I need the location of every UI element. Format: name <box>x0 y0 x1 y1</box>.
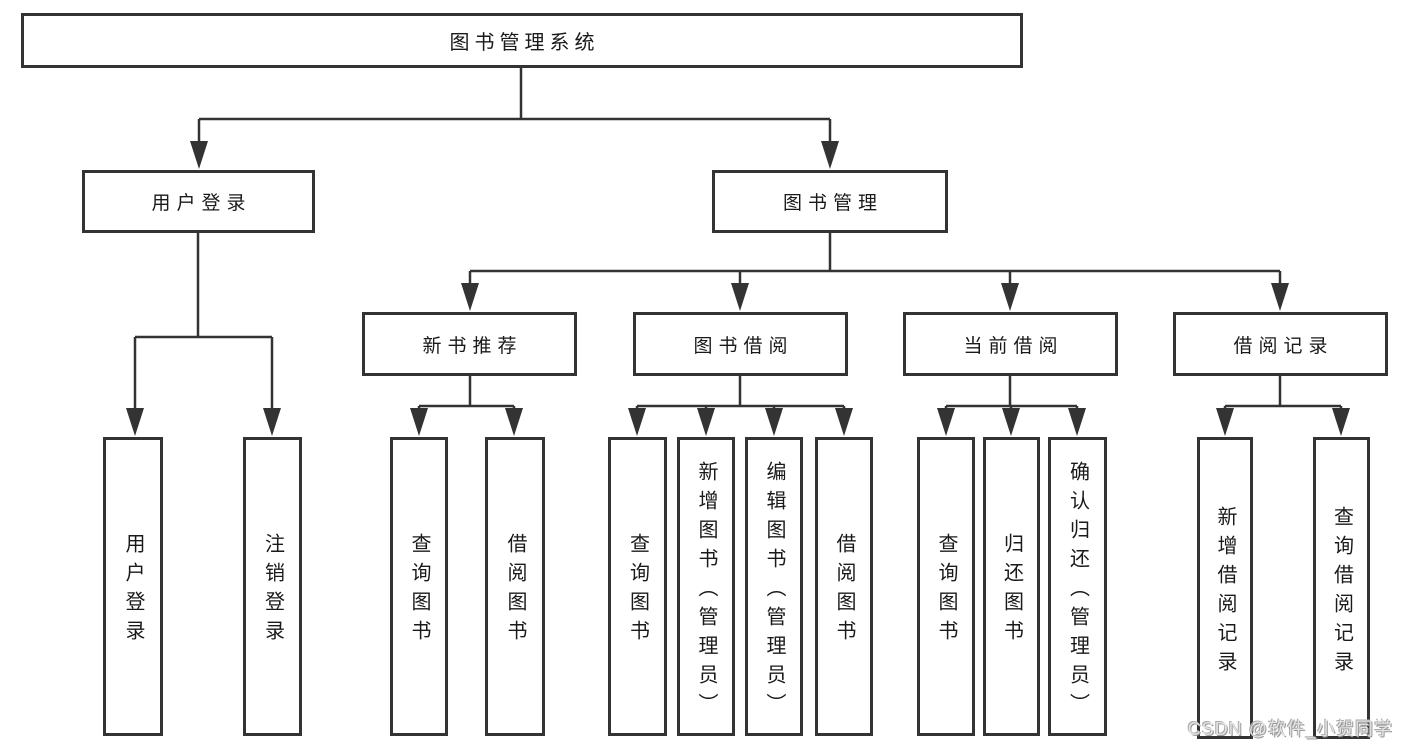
node-borrowing-records: 借阅记录 <box>1173 312 1388 376</box>
node-label: 图书借阅 <box>693 335 794 357</box>
node-label: 归还图书 <box>1000 533 1023 649</box>
node-label: 新增借阅记录 <box>1214 505 1236 680</box>
leaf-query-books-current: 查询图书 <box>917 437 975 736</box>
leaf-logout: 注销登录 <box>243 437 302 736</box>
node-book-management: 图书管理 <box>712 170 948 233</box>
node-label: 图书管理 <box>782 193 883 214</box>
node-label: 当前借阅 <box>963 335 1064 357</box>
node-user-login: 用户登录 <box>82 170 315 233</box>
node-label: 查询图书 <box>626 533 649 649</box>
node-label: 新书推荐 <box>422 335 523 357</box>
node-label: 查询借阅记录 <box>1330 505 1353 680</box>
node-label: 用户登录 <box>122 533 144 649</box>
leaf-borrow-books: 借阅图书 <box>815 437 873 736</box>
node-label: 确认归还（管理员） <box>1066 460 1089 722</box>
node-label: 编辑图书（管理员） <box>763 460 785 722</box>
leaf-return-books: 归还图书 <box>983 437 1040 736</box>
leaf-edit-book-admin: 编辑图书（管理员） <box>745 437 803 736</box>
node-label: 借阅图书 <box>833 533 855 649</box>
node-label: 查询图书 <box>935 533 957 649</box>
node-label: 注销登录 <box>261 533 284 649</box>
leaf-query-books-borrowing: 查询图书 <box>608 437 667 736</box>
leaf-confirm-return-admin: 确认归还（管理员） <box>1048 437 1107 736</box>
leaf-add-book-admin: 新增图书（管理员） <box>677 437 735 736</box>
node-library-management-system: 图书管理系统 <box>21 13 1023 68</box>
node-label: 图书管理系统 <box>449 32 600 54</box>
node-label: 新增图书（管理员） <box>695 460 717 722</box>
node-label: 查询图书 <box>408 533 430 649</box>
node-label: 借阅图书 <box>504 533 526 649</box>
node-new-book-recommendation: 新书推荐 <box>362 312 577 376</box>
leaf-borrow-books-recommend: 借阅图书 <box>485 437 545 736</box>
node-label: 借阅记录 <box>1233 335 1334 357</box>
leaf-query-books-recommend: 查询图书 <box>390 437 448 736</box>
leaf-add-borrow-record: 新增借阅记录 <box>1197 437 1253 739</box>
node-label: 用户登录 <box>151 193 252 214</box>
leaf-query-borrow-record: 查询借阅记录 <box>1313 437 1370 739</box>
node-current-borrowing: 当前借阅 <box>903 312 1118 376</box>
leaf-user-login: 用户登录 <box>103 437 163 736</box>
csdn-watermark: CSDN @软件_小贺同学 <box>1187 719 1393 739</box>
node-book-borrowing: 图书借阅 <box>633 312 848 376</box>
